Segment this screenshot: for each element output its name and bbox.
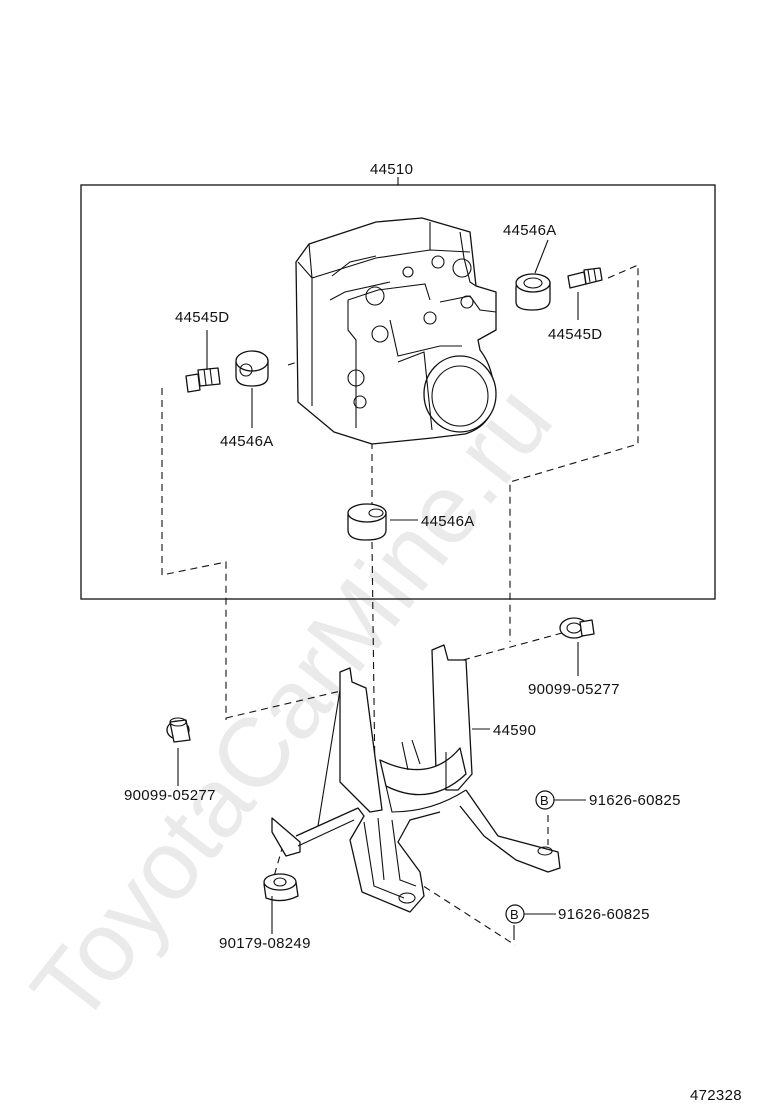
bolt-left[interactable] — [185, 367, 221, 393]
assembly-guide-lines — [161, 264, 639, 946]
callout-bolt-b-lower[interactable]: 91626-60825 — [558, 906, 650, 923]
callout-bolt-left[interactable]: 44545D — [175, 309, 229, 326]
callout-bolt-bracket-right[interactable]: 90099-05277 — [528, 681, 620, 698]
callout-cushion-bottom[interactable]: 44546A — [421, 513, 475, 530]
assembly-part-number[interactable]: 44510 — [370, 161, 413, 178]
bolt-bracket-right[interactable] — [559, 617, 595, 639]
bolt-bracket-left[interactable] — [166, 717, 191, 743]
svg-text:B: B — [540, 793, 549, 808]
bolt-right[interactable] — [567, 267, 603, 289]
cushion-left[interactable] — [235, 350, 269, 387]
nut[interactable] — [263, 873, 299, 902]
bracket[interactable] — [271, 644, 561, 913]
cushion-top-right[interactable] — [515, 273, 551, 311]
callout-bolt-bracket-left[interactable]: 90099-05277 — [124, 787, 216, 804]
abs-actuator[interactable] — [295, 217, 497, 445]
svg-text:B: B — [510, 907, 519, 922]
callout-nut[interactable]: 90179-08249 — [219, 935, 311, 952]
leader-lines — [177, 239, 586, 940]
callout-bolt-b-upper[interactable]: 91626-60825 — [589, 792, 681, 809]
callout-bracket[interactable]: 44590 — [493, 722, 536, 739]
bolt-b-lower-marker: B — [505, 904, 525, 924]
callout-cushion-top-right[interactable]: 44546A — [503, 222, 557, 239]
bolt-b-upper-marker: B — [535, 790, 555, 810]
cushion-bottom[interactable] — [347, 503, 387, 541]
callout-cushion-left[interactable]: 44546A — [220, 433, 274, 450]
callout-bolt-right[interactable]: 44545D — [548, 326, 602, 343]
diagram-number: 472328 — [690, 1087, 742, 1104]
